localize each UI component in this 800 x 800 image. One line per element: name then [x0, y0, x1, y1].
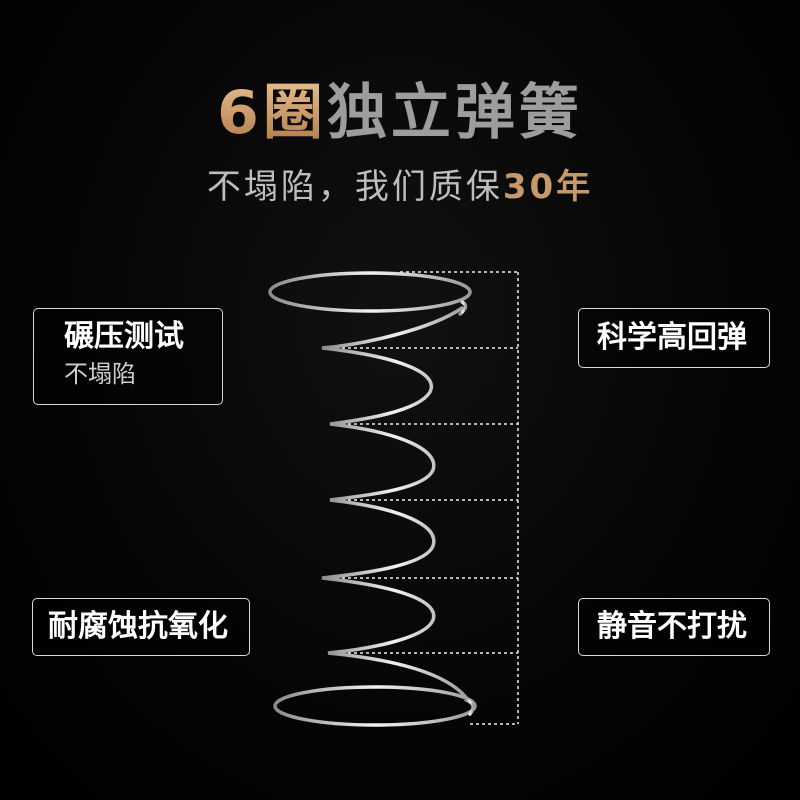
feature-crush-test-label: 碾压测试	[64, 319, 184, 354]
spring-wire	[268, 271, 477, 727]
tagline: 不塌陷，我们质保30年	[0, 165, 800, 209]
headline-number: 6圈	[217, 78, 327, 148]
tagline-highlight: 30年	[502, 167, 594, 207]
feature-anti-corrosion: 耐腐蚀抗氧化	[32, 598, 250, 656]
feature-anti-corrosion-label: 耐腐蚀抗氧化	[48, 609, 228, 644]
feature-high-rebound: 科学高回弹	[578, 308, 770, 368]
feature-silent-label: 静音不打扰	[597, 609, 747, 644]
tagline-text: 不塌陷，我们质保	[206, 167, 503, 207]
feature-high-rebound-label: 科学高回弹	[597, 320, 747, 355]
feature-silent: 静音不打扰	[578, 598, 770, 656]
feature-crush-test: 碾压测试 不塌陷	[33, 308, 223, 405]
measure-lines	[330, 271, 519, 725]
headline-text: 独立弹簧	[326, 78, 583, 148]
headline: 6圈独立弹簧	[0, 78, 800, 148]
feature-crush-test-sub: 不塌陷	[64, 360, 136, 388]
